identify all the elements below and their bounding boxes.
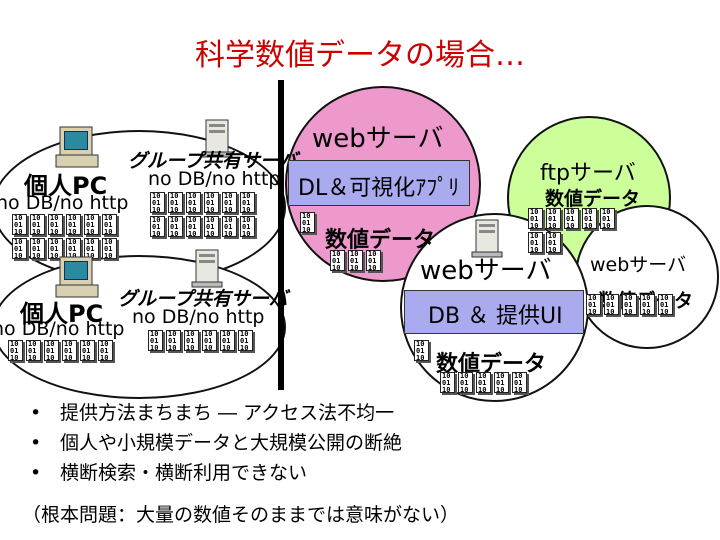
divider-line <box>278 80 284 390</box>
no-db-label-group-lower: no DB/no http <box>132 306 265 328</box>
server-icon <box>471 219 503 258</box>
no-db-label-pc-lower: no DB/no http <box>0 318 125 340</box>
data-label-top: 数値データ <box>325 228 436 253</box>
no-db-label-group-upper: no DB/no http <box>148 168 281 190</box>
db-ui-label: DB ＆ 提供UI <box>428 304 563 329</box>
dl-app-box <box>288 160 470 206</box>
root-problem-note: （根本問題：大量の数値そのままでは意味がない） <box>22 504 460 526</box>
ftp-server-label: ftpサーバ <box>540 161 636 186</box>
list-item: 個人や小規模データと大規模公開の断絶 <box>30 428 402 458</box>
group-server-label-upper: グループ共有サーバ <box>128 150 298 172</box>
dl-app-label: DL＆可視化ｱﾌﾟﾘ <box>298 176 460 201</box>
list-item: 横断検索・横断利用できない <box>30 458 402 488</box>
server-icon <box>191 249 223 288</box>
web-server-label-top: webサーバ <box>312 124 444 154</box>
db-ui-box <box>404 290 584 334</box>
web-server-label-right: webサーバ <box>590 254 687 276</box>
list-item: 提供方法まちまち ― アクセス法不均一 <box>30 398 402 428</box>
left-circle-lower <box>0 255 286 399</box>
pc-label-lower: 個人PC <box>20 300 104 328</box>
pc-icon <box>55 256 99 298</box>
server-icon <box>201 119 233 158</box>
pc-icon <box>55 126 99 168</box>
no-db-label-pc-upper: no DB/no http <box>0 192 129 214</box>
pc-label-upper: 個人PC <box>24 172 108 200</box>
data-label-ftp: 数値データ <box>545 188 641 210</box>
group-server-label-lower: グループ共有サーバ <box>118 288 288 310</box>
page-title: 科学数値データの場合… <box>195 38 525 73</box>
web-server-label-bottom: webサーバ <box>420 256 552 286</box>
issue-list: 提供方法まちまち ― アクセス法不均一 個人や小規模データと大規模公開の断絶 横… <box>30 398 402 488</box>
